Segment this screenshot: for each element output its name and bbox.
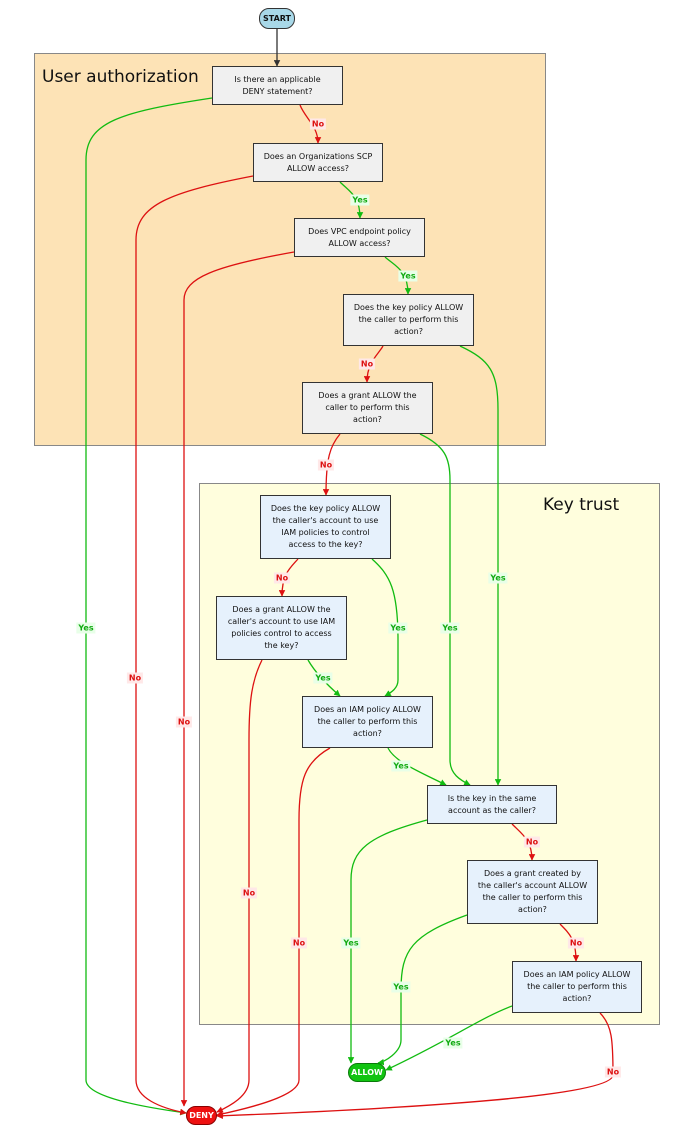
node-text-line: the caller to perform this [317,717,418,726]
edge-q2-no-deny [135,175,254,1116]
node-text: Does a grant ALLOW the caller to perform … [318,390,416,426]
edge-k3-no-deny [216,747,331,1117]
edge-label-no: No [309,118,327,130]
edge-label-yes: Yes [488,572,508,584]
edge-k4-yes-allow [347,819,428,1064]
node-text: Is the key in the same account as the cal… [448,793,537,817]
node-text-line: IAM policies to control [281,528,370,537]
edge-label-yes: Yes [76,622,96,634]
node-text-line: action? [353,415,382,424]
node-text-line: action? [394,327,423,336]
node-text: Does the key policy ALLOW the caller to p… [354,302,463,338]
node-text-line: Is there an applicable [234,74,321,84]
edge-label-no: No [126,672,144,684]
node-grant-caller-account: Does a grant created by the caller's acco… [467,860,598,924]
edge-q5-yes [419,433,471,786]
node-text-line: caller to perform this [325,403,410,412]
node-text-line: Does an IAM policy ALLOW [314,705,421,714]
node-grant-allow: Does a grant ALLOW the caller to perform … [302,382,433,434]
edge-label-yes: Yes [313,672,333,684]
node-text-line: access to the key? [288,540,363,549]
edge-label-no: No [604,1066,622,1078]
node-text-line: Does the key policy ALLOW [270,504,381,513]
node-text-line: DENY statement? [242,86,313,96]
node-text: Does an IAM policy ALLOW the caller to pe… [524,969,631,1005]
node-text-line: action? [353,729,382,738]
node-text: Does a grant created by the caller's acco… [478,868,587,916]
node-text-line: account as the caller? [448,805,536,815]
region-title-key-trust: Key trust [543,495,620,515]
node-text-line: ALLOW access? [328,238,391,248]
edge-q3-no-deny [180,251,295,1107]
node-grant-account-iam: Does a grant ALLOW the caller's account t… [216,596,347,660]
node-text-line: the caller to perform this [482,893,583,902]
node-key-same-account: Is the key in the same account as the cal… [427,785,557,824]
edge-label-yes: Yes [443,1037,463,1049]
edge-label-no: No [240,887,258,899]
edge-k6-yes-allow [385,1005,513,1071]
node-text-line: the caller to perform this [527,982,627,991]
edge-label-yes: Yes [398,270,418,282]
edge-label-yes: Yes [440,622,460,634]
edge-label-no: No [317,459,335,471]
node-text: Does an Organizations SCP ALLOW access? [264,151,373,175]
node-text-line: Does an Organizations SCP [263,151,373,161]
edge-q4-yes [459,345,502,786]
node-text-line: action? [562,994,592,1003]
edge-q1-yes-deny [85,97,213,1116]
node-text-line: the caller's account to use [272,516,379,525]
edge-label-yes: Yes [341,937,361,949]
node-text-line: the caller's account ALLOW [477,881,588,890]
edge-k2-no-deny [216,659,263,1113]
node-text: Does the key policy ALLOW the caller's ac… [271,503,380,551]
node-text-line: the caller to perform this [358,315,459,324]
node-text-line: Does a grant ALLOW the [232,605,331,614]
node-organizations-scp: Does an Organizations SCP ALLOW access? [253,143,383,182]
edge-label-yes: Yes [388,622,408,634]
edge-label-yes: Yes [391,981,411,993]
node-key-policy-account-iam: Does the key policy ALLOW the caller's ac… [260,495,391,559]
node-key-policy-allow: Does the key policy ALLOW the caller to p… [343,294,474,346]
node-text-line: the key? [264,641,299,650]
edge-q3-yes [384,256,412,295]
edge-k1-yes [371,558,399,697]
node-text-line: Is the key in the same [447,793,537,803]
edge-label-no: No [273,572,291,584]
region-title-user-authorization: User authorization [42,67,199,87]
node-text-line: Does an IAM policy ALLOW [523,970,631,979]
node-iam-policy-allow-2: Does an IAM policy ALLOW the caller to pe… [512,961,642,1013]
allow-node: ALLOW [348,1063,386,1082]
node-text-line: action? [518,905,547,914]
edge-label-yes: Yes [350,194,370,206]
node-text: Does a grant ALLOW the caller's account t… [228,604,335,652]
edge-label-no: No [567,937,585,949]
node-text-line: Does VPC endpoint policy [308,226,411,236]
edge-label-no: No [290,937,308,949]
edge-k6-no-deny [216,1012,614,1120]
start-node: START [259,8,295,29]
edge-label-no: No [358,358,376,370]
deny-node: DENY [186,1106,217,1125]
node-text-line: Does a grant ALLOW the [318,391,417,400]
node-text-line: Does a grant created by [484,869,581,878]
edge-label-yes: Yes [391,760,411,772]
node-text-line: policies control to access [231,629,332,638]
node-text-line: ALLOW access? [286,163,350,173]
edge-label-no: No [523,836,541,848]
node-text-line: Does the key policy ALLOW [353,303,464,312]
node-text-line: caller's account to use IAM [227,617,336,626]
edge-label-no: No [175,716,193,728]
node-iam-policy-allow: Does an IAM policy ALLOW the caller to pe… [302,696,433,748]
edge-q5-no [322,433,341,496]
node-text: Does an IAM policy ALLOW the caller to pe… [314,704,421,740]
